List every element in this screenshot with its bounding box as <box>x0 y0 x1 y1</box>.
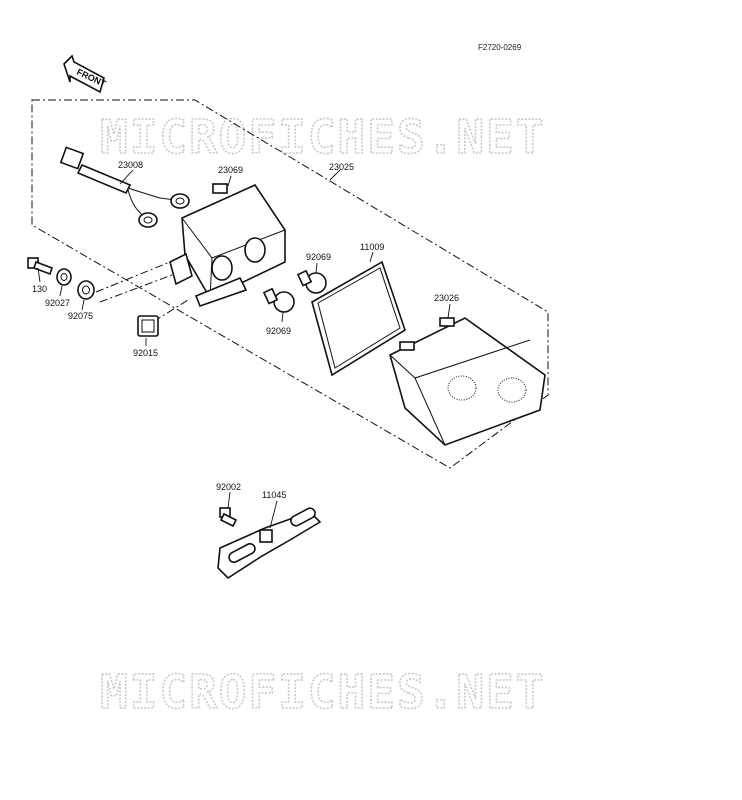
label-92027: 92027 <box>45 298 70 308</box>
label-92015: 92015 <box>133 348 158 358</box>
collar-92027 <box>56 268 72 286</box>
label-92075: 92075 <box>68 311 93 321</box>
assembly-outline <box>31 99 549 469</box>
nut-92075 <box>77 280 95 300</box>
label-92069-upper: 92069 <box>306 252 331 262</box>
watermark-bottom: MICROFICHES.NET <box>100 665 545 719</box>
lens-23026 <box>389 317 546 446</box>
label-23026: 23026 <box>434 293 459 303</box>
bolt-92002 <box>219 507 238 528</box>
label-92069-lower: 92069 <box>266 326 291 336</box>
housing-23069 <box>169 183 286 308</box>
label-11045: 11045 <box>262 490 286 500</box>
grommet-92015 <box>137 315 159 337</box>
label-130: 130 <box>32 284 47 294</box>
bracket-11045 <box>217 507 322 580</box>
bulb-92069-upper <box>296 269 327 294</box>
label-23025: 23025 <box>329 162 354 172</box>
label-23008: 23008 <box>118 160 143 170</box>
gasket-11009 <box>311 260 406 377</box>
label-92002: 92002 <box>216 482 241 492</box>
watermark-top: MICROFICHES.NET <box>100 110 545 164</box>
diagram-code: F2720-0269 <box>478 43 522 52</box>
bolt-130 <box>27 257 54 276</box>
front-arrow-icon: FRONT <box>63 54 108 94</box>
leader-lines <box>37 169 451 529</box>
label-11009: 11009 <box>360 242 384 252</box>
wire-harness-23008 <box>59 146 190 228</box>
bulb-92069-lower <box>262 287 295 313</box>
label-23069: 23069 <box>218 165 243 175</box>
